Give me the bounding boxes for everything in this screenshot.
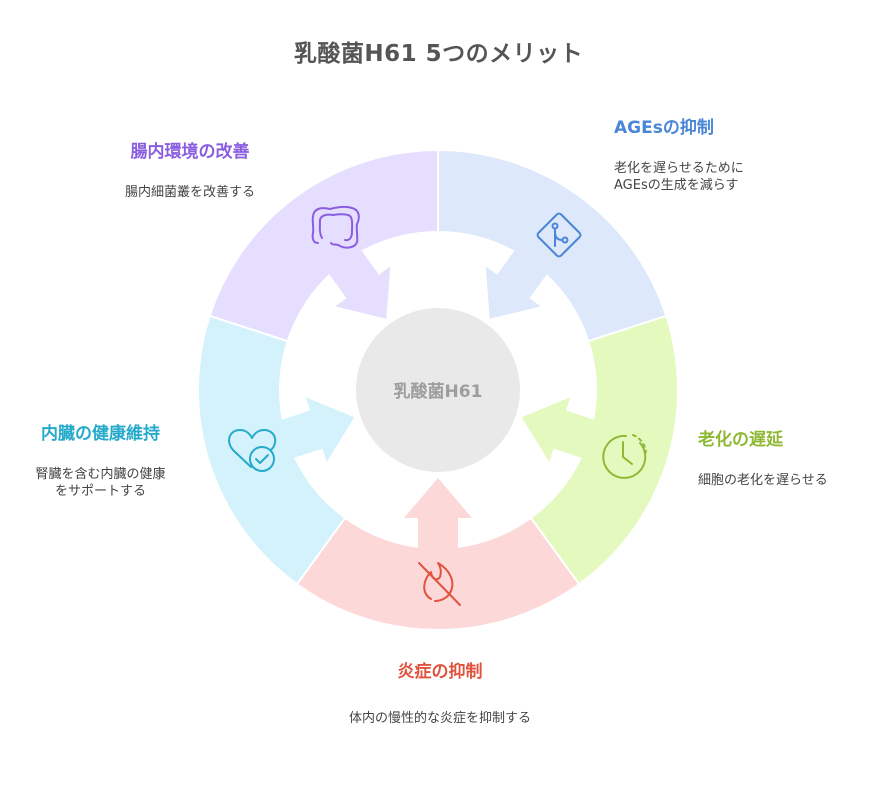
- segment-description: 老化を遅らせるために AGEsの生成を減らす: [614, 161, 744, 193]
- intestine-icon: [311, 205, 360, 249]
- label-organ-health: 内臓の健康維持 腎臓を含む内臓の健康 をサポートする: [8, 419, 193, 500]
- center-label: 乳酸菌H61: [394, 381, 483, 402]
- flame-off-icon: [418, 562, 461, 606]
- label-ages-inhibition: AGEsの抑制 老化を遅らせるために AGEsの生成を減らす: [614, 113, 744, 194]
- label-gut-environment: 腸内環境の改善 腸内細菌叢を改善する: [90, 137, 290, 201]
- label-aging-delay: 老化の遅延 細胞の老化を遅らせる: [698, 425, 828, 489]
- segment-aging-arrow: [521, 397, 602, 462]
- diagram-title: 乳酸菌H61 5つのメリット: [293, 41, 584, 67]
- segment-title: 腸内環境の改善: [130, 142, 250, 162]
- segment-title: 内臓の健康維持: [41, 424, 160, 444]
- segment-organs-arrow: [274, 397, 355, 462]
- segment-gut-arrow: [324, 244, 391, 319]
- segment-title: 老化の遅延: [698, 430, 783, 450]
- segment-gut: [208, 148, 439, 343]
- segment-description: 腸内細菌叢を改善する: [124, 185, 255, 200]
- segment-title: 炎症の抑制: [397, 662, 483, 682]
- segment-description: 体内の慢性的な炎症を抑制する: [348, 711, 531, 726]
- segment-description: 細胞の老化を遅らせる: [698, 473, 828, 488]
- segment-description: 腎臓を含む内臓の健康 をサポートする: [35, 467, 166, 499]
- center-circle: [356, 308, 520, 472]
- label-inflammation-inhibition: 炎症の抑制 体内の慢性的な炎症を抑制する: [320, 657, 560, 727]
- segment-title: AGEsの抑制: [614, 118, 714, 138]
- heart-check-icon: [228, 429, 277, 472]
- segment-inflammation-arrow: [404, 478, 472, 555]
- git-merge-icon: [536, 212, 582, 258]
- segment-ages-arrow: [485, 244, 552, 319]
- segment-inflammation: [295, 516, 581, 631]
- segment-ages: [437, 148, 668, 343]
- clock-icon: [602, 434, 647, 479]
